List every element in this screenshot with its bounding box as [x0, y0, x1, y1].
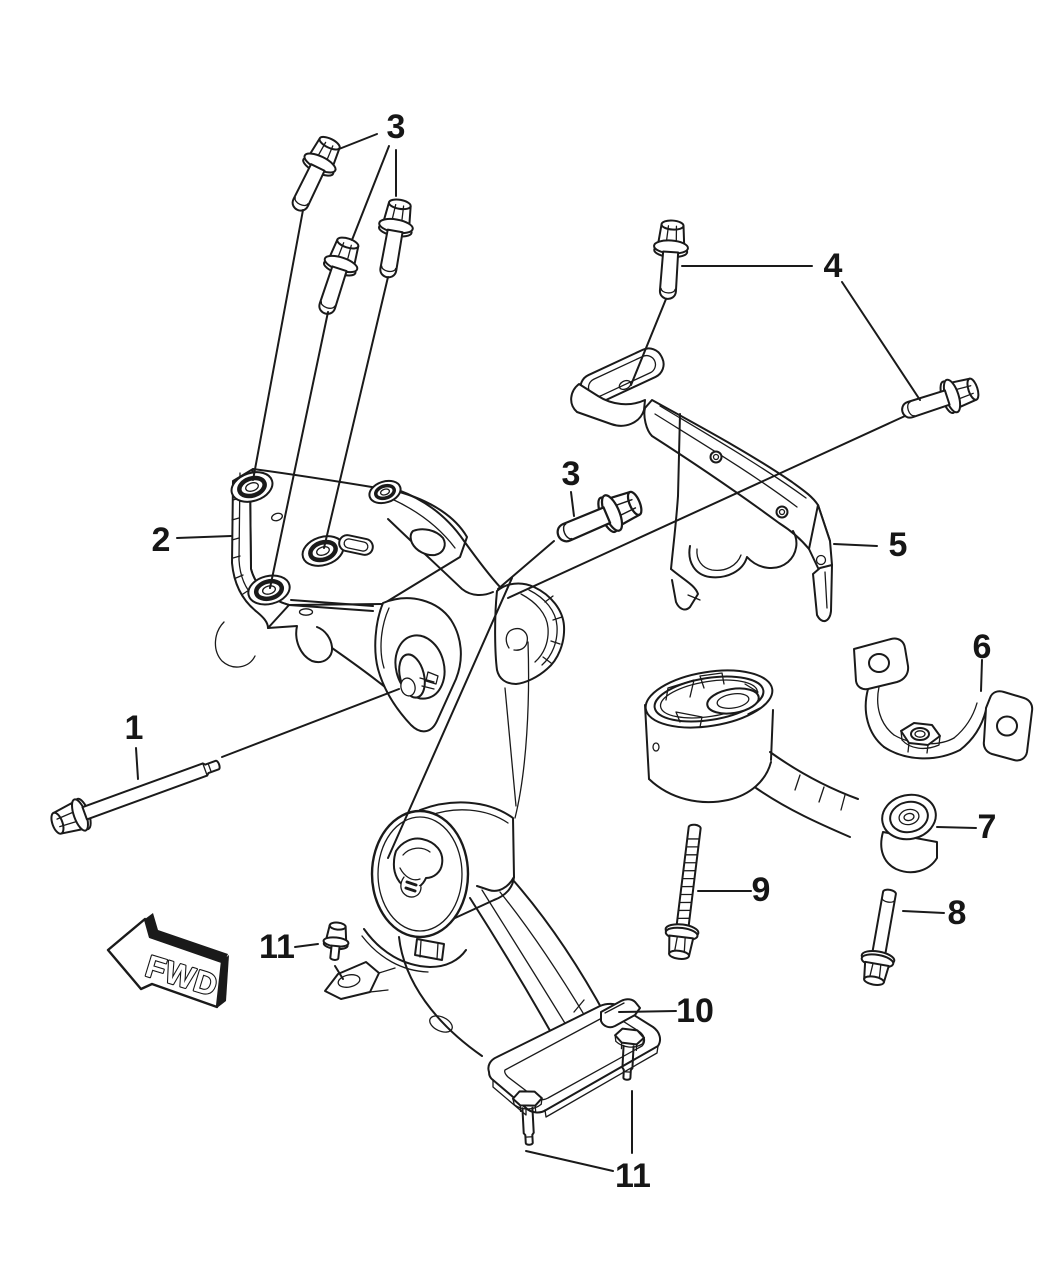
- callout-7: 7: [977, 808, 997, 846]
- projection-lines: [221, 209, 906, 980]
- weld-nut: [900, 722, 941, 754]
- part-7-torque-strut: [644, 669, 938, 874]
- callout-2: 2: [151, 521, 171, 559]
- callout-5: 5: [888, 526, 908, 564]
- callout-4: 4: [823, 247, 843, 285]
- leader-lines: [135, 133, 983, 1172]
- bolt-4-horizontal: [896, 370, 984, 430]
- fwd-arrow: FWD: [106, 913, 229, 1009]
- callout-10: 10: [676, 992, 714, 1030]
- bolt-3a: [280, 130, 348, 219]
- part-2-mount-bracket: [214, 468, 566, 819]
- callout-3-top: 3: [386, 108, 406, 146]
- boss-hole-c: [247, 574, 291, 606]
- bolt-8: [860, 888, 897, 986]
- bolt-1: [50, 759, 221, 835]
- part-5-support-bracket: [570, 347, 833, 623]
- callout-3-mid: 3: [561, 455, 581, 493]
- bolt-3-middle: [549, 482, 648, 555]
- callout-11-left: 11: [259, 928, 295, 966]
- bolt-11-screw: [322, 921, 350, 961]
- bolt-3c: [369, 195, 419, 282]
- boss-hole-a: [230, 471, 274, 503]
- mount-stud-front: [511, 1090, 543, 1146]
- boss-hole-b: [301, 535, 345, 567]
- part-10-engine-mount: [324, 801, 662, 1146]
- callout-11-bottom: 11: [615, 1157, 651, 1195]
- bolt-4-vertical: [649, 218, 691, 302]
- callout-8: 8: [947, 894, 967, 932]
- part-6-saddle-bracket: [853, 637, 1034, 762]
- callout-9: 9: [751, 871, 771, 909]
- callout-1: 1: [124, 709, 144, 747]
- mount-stud-rear: [614, 1027, 646, 1081]
- bolt-9: [664, 823, 702, 960]
- boss-hole-d: [368, 479, 402, 505]
- callout-6: 6: [972, 628, 992, 666]
- bolt-3b: [307, 232, 367, 320]
